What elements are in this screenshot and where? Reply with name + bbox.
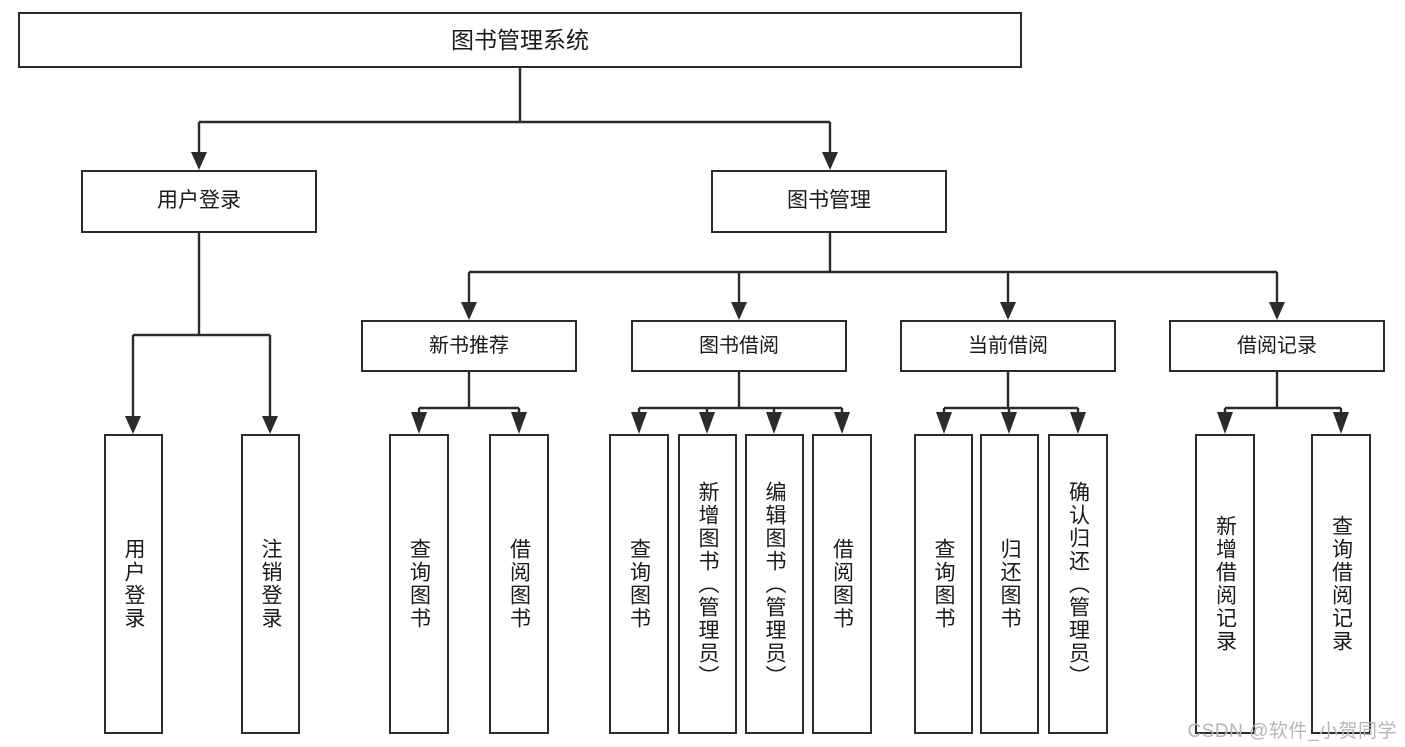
arrowhead-leaf-user-login (125, 416, 141, 434)
node-leaf-borrow-book-1[interactable]: 借阅图书 (489, 434, 549, 734)
arrowhead-new-book-rec (461, 302, 477, 320)
arrowhead-book-manage (822, 152, 838, 170)
node-current-borrow-label: 当前借阅 (968, 334, 1048, 357)
node-book-manage-label: 图书管理 (787, 189, 871, 213)
node-leaf-query-record-label: 查询借阅记录 (1329, 515, 1353, 653)
node-leaf-user-logout[interactable]: 注销登录 (241, 434, 300, 734)
node-leaf-query-book-1[interactable]: 查询图书 (389, 434, 449, 734)
node-new-book-rec-label: 新书推荐 (429, 334, 509, 357)
arrowhead-leaf-query-record (1333, 412, 1349, 434)
arrowhead-leaf-query-book-3 (936, 412, 952, 434)
node-leaf-query-book-3[interactable]: 查询图书 (914, 434, 973, 734)
node-leaf-confirm-return-label: 确认归还（管理员） (1066, 480, 1090, 688)
node-leaf-add-book[interactable]: 新增图书（管理员） (678, 434, 737, 734)
node-leaf-add-record[interactable]: 新增借阅记录 (1195, 434, 1255, 734)
arrowhead-leaf-query-book-2 (631, 412, 647, 434)
arrowhead-book-borrow (731, 302, 747, 320)
node-borrow-record-label: 借阅记录 (1237, 334, 1317, 357)
arrowhead-leaf-borrow-book-2 (834, 412, 850, 434)
arrowhead-leaf-confirm-return (1070, 412, 1086, 434)
node-leaf-return-book[interactable]: 归还图书 (980, 434, 1039, 734)
node-leaf-user-login[interactable]: 用户登录 (104, 434, 163, 734)
node-new-book-rec[interactable]: 新书推荐 (361, 320, 577, 372)
arrowhead-leaf-query-book-1 (411, 412, 427, 434)
node-root[interactable]: 图书管理系统 (18, 12, 1022, 68)
node-leaf-confirm-return[interactable]: 确认归还（管理员） (1048, 434, 1108, 734)
node-leaf-borrow-book-2[interactable]: 借阅图书 (812, 434, 872, 734)
node-leaf-borrow-book-2-label: 借阅图书 (830, 538, 854, 630)
arrowhead-leaf-add-book (699, 412, 715, 434)
node-leaf-edit-book-label: 编辑图书（管理员） (763, 480, 786, 688)
node-leaf-edit-book[interactable]: 编辑图书（管理员） (745, 434, 804, 734)
arrowhead-leaf-return-book (1001, 412, 1017, 434)
node-current-borrow[interactable]: 当前借阅 (900, 320, 1116, 372)
node-user-login-label: 用户登录 (157, 189, 241, 213)
node-leaf-user-logout-label: 注销登录 (259, 538, 282, 630)
node-leaf-query-record[interactable]: 查询借阅记录 (1311, 434, 1371, 734)
node-leaf-return-book-label: 归还图书 (998, 538, 1021, 630)
arrowhead-current-borrow (1000, 302, 1016, 320)
node-root-label: 图书管理系统 (451, 26, 589, 53)
node-book-borrow-label: 图书借阅 (699, 334, 779, 357)
node-leaf-query-book-3-label: 查询图书 (932, 538, 955, 630)
node-book-manage[interactable]: 图书管理 (711, 170, 947, 233)
csdn-watermark: CSDN @软件_小贺同学 (1187, 721, 1397, 742)
node-book-borrow[interactable]: 图书借阅 (631, 320, 847, 372)
arrowhead-leaf-user-logout (262, 416, 278, 434)
node-leaf-query-book-1-label: 查询图书 (407, 538, 431, 630)
node-leaf-query-book-2-label: 查询图书 (627, 538, 651, 630)
node-user-login[interactable]: 用户登录 (81, 170, 317, 233)
node-leaf-borrow-book-1-label: 借阅图书 (507, 538, 531, 630)
arrowhead-user-login (191, 152, 207, 170)
node-borrow-record[interactable]: 借阅记录 (1169, 320, 1385, 372)
node-leaf-query-book-2[interactable]: 查询图书 (609, 434, 669, 734)
arrowhead-leaf-add-record (1217, 412, 1233, 434)
arrowhead-leaf-edit-book (766, 412, 782, 434)
node-leaf-user-login-label: 用户登录 (122, 538, 145, 630)
arrowhead-leaf-borrow-book-1 (511, 412, 527, 434)
arrowhead-borrow-record (1269, 302, 1285, 320)
node-leaf-add-book-label: 新增图书（管理员） (696, 480, 719, 688)
node-leaf-add-record-label: 新增借阅记录 (1213, 515, 1237, 653)
